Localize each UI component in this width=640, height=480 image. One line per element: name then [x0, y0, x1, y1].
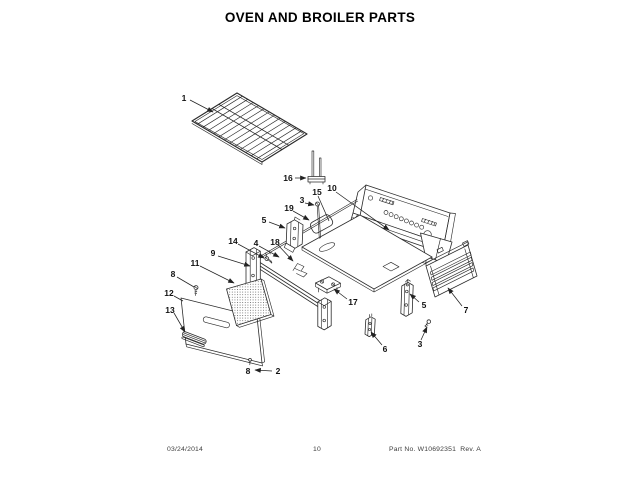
callout-label-5: 5 [262, 215, 267, 225]
callout-leader-5 [268, 221, 286, 229]
callout-leader-15 [317, 195, 330, 222]
screw-part [424, 319, 431, 328]
callout-leader-8 [176, 276, 195, 288]
callout-label-10: 10 [327, 183, 337, 193]
callout-label-4: 4 [254, 238, 259, 248]
callout-label-16: 16 [283, 173, 293, 183]
callout-leader-9 [217, 255, 251, 267]
callout-leader-17 [333, 288, 348, 300]
footer-part-number: Part No. W10692351 Rev. A [389, 446, 481, 453]
callout-layer: 1 16 15 10 3 19 5 14 4 18 9 11 8 12 13 17 5 7 6 3 8 2 [164, 93, 468, 376]
callout-label-8: 8 [246, 366, 251, 376]
screw-part [264, 256, 273, 264]
callout-leader-12 [173, 295, 184, 302]
callout-label-8: 8 [171, 269, 176, 279]
callout-leader-14 [237, 243, 265, 259]
screw-part [193, 285, 199, 296]
callout-leader-10 [335, 191, 390, 231]
callout-label-9: 9 [211, 248, 216, 258]
front-rail-part [245, 247, 332, 331]
callout-leader-13 [173, 312, 186, 333]
callout-label-5: 5 [422, 300, 427, 310]
callout-label-3: 3 [300, 195, 305, 205]
callout-leader-7 [447, 287, 463, 307]
callout-leader-1 [189, 99, 214, 113]
footer-page-number: 10 [313, 446, 321, 453]
footer-date: 03/24/2014 [167, 446, 204, 453]
sensor-probe-part [307, 150, 326, 185]
oven-rack-part [191, 92, 308, 165]
callout-label-18: 18 [270, 237, 280, 247]
callout-leader-19 [292, 210, 310, 221]
callout-leader-5 [409, 293, 420, 303]
callout-label-3: 3 [418, 339, 423, 349]
callout-leader-4 [258, 245, 280, 258]
callout-label-2: 2 [276, 366, 281, 376]
callout-leader-11 [199, 265, 235, 284]
small-glide-bracket-part [364, 313, 376, 337]
callout-leader-18 [277, 244, 294, 262]
left-glide-bracket-part [283, 216, 304, 253]
callout-leader-2 [254, 367, 273, 373]
retainer-clip-part [292, 263, 308, 278]
callout-leader-3 [304, 201, 315, 207]
trim-strip-part [181, 331, 207, 348]
callout-label-1: 1 [182, 93, 187, 103]
callout-label-12: 12 [164, 288, 174, 298]
right-glide-bracket-part [400, 279, 414, 317]
screw-part [248, 357, 252, 366]
insulation-pad-part [226, 278, 275, 328]
callout-label-14: 14 [228, 236, 238, 246]
callout-label-6: 6 [383, 344, 388, 354]
louvered-side-panel-part [425, 240, 478, 298]
callout-label-13: 13 [165, 305, 175, 315]
bottom-panel-part [301, 214, 433, 293]
callout-label-17: 17 [348, 297, 358, 307]
callout-leader-3 [420, 326, 428, 341]
callout-label-7: 7 [464, 305, 469, 315]
latch-bracket-part [315, 276, 341, 294]
callout-label-19: 19 [284, 203, 294, 213]
callout-label-15: 15 [312, 187, 322, 197]
callout-label-11: 11 [191, 258, 200, 268]
callout-leader-6 [370, 331, 383, 346]
page-title: OVEN AND BROILER PARTS [224, 10, 416, 25]
